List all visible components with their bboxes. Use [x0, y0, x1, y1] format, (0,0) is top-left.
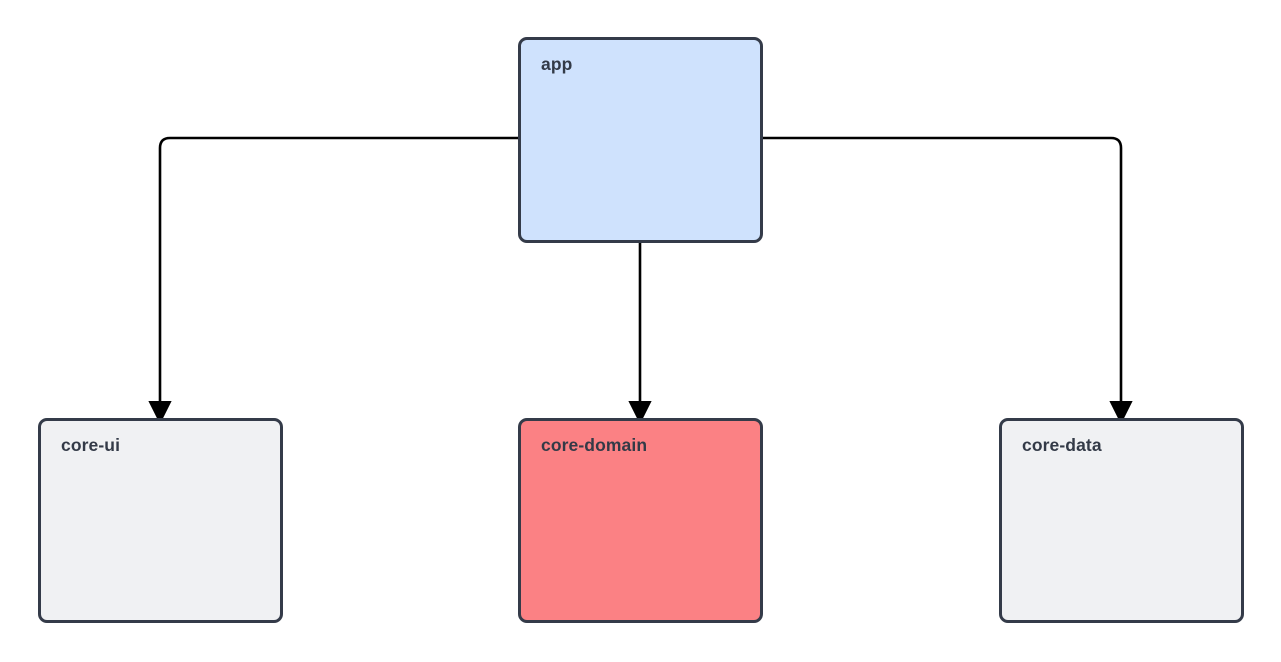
node-app[interactable]: app: [518, 37, 763, 243]
node-core-domain-label: core-domain: [541, 435, 648, 455]
node-core-data-label: core-data: [1022, 435, 1102, 455]
node-app-label: app: [541, 54, 573, 74]
edge-app-to-core-ui: [148, 136, 518, 425]
node-core-data[interactable]: core-data: [999, 418, 1244, 623]
edge-app-to-core-data: [763, 136, 1133, 425]
node-core-ui-label: core-ui: [61, 435, 121, 455]
node-core-ui[interactable]: core-ui: [38, 418, 283, 623]
node-core-domain[interactable]: core-domain: [518, 418, 763, 623]
